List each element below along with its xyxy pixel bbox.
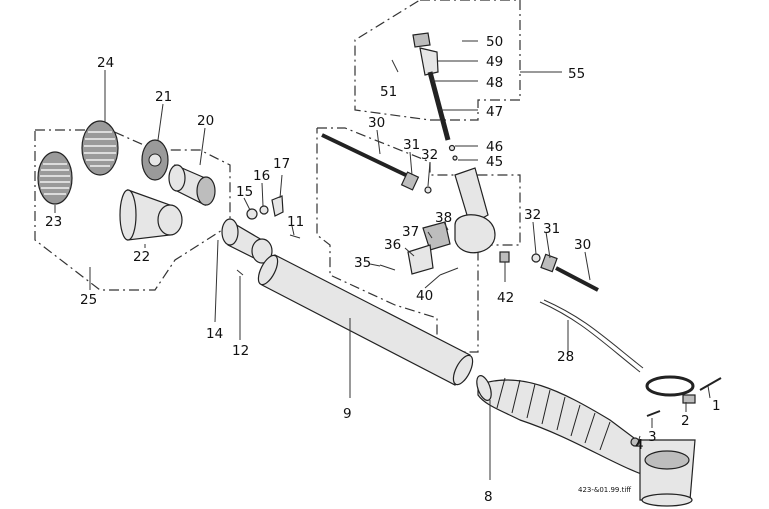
callout-25: 25: [80, 292, 97, 308]
bracket-36: [407, 244, 434, 275]
screw-12: [236, 269, 244, 276]
callout-32-right: 32: [524, 207, 541, 223]
callout-2: 2: [681, 413, 690, 429]
leader-lines: [54, 40, 711, 480]
callout-28: 28: [557, 349, 574, 365]
callout-4: 4: [635, 437, 644, 453]
callout-labels: 1 2 3 4 8 9 11 12 14 15 16 17 20 21 22 2…: [45, 34, 721, 505]
callout-48: 48: [486, 75, 503, 91]
callout-38: 38: [435, 210, 452, 226]
handle-housing-38: [422, 167, 496, 254]
part-32-right: [531, 253, 541, 263]
clamp-2: [645, 375, 696, 404]
flex-hose-8: [476, 375, 661, 481]
callout-22: 22: [133, 249, 150, 265]
cone-22: [119, 189, 183, 241]
callout-11: 11: [287, 214, 304, 230]
callout-20: 20: [197, 113, 214, 129]
callout-14: 14: [206, 326, 223, 342]
callout-24: 24: [97, 55, 114, 71]
elbow-outlet: [639, 439, 696, 507]
callout-45: 45: [486, 154, 503, 170]
callout-30-upper: 30: [368, 115, 385, 131]
figure-reference: 423-&01.99.tiff: [578, 486, 631, 494]
callout-12: 12: [232, 343, 249, 359]
grille-21: [141, 139, 169, 181]
callout-23: 23: [45, 214, 62, 230]
callout-55: 55: [568, 66, 585, 82]
callout-40: 40: [416, 288, 433, 304]
rod-30-right: [555, 266, 599, 292]
cable-28: [539, 301, 641, 373]
part-31-right: [540, 253, 558, 273]
screw-11: [289, 234, 301, 239]
callout-50: 50: [486, 34, 503, 50]
screw-40: [439, 267, 459, 276]
grille-24: [81, 120, 119, 176]
callout-16: 16: [253, 168, 270, 184]
screw-35: [379, 264, 396, 271]
screw-1: [699, 377, 722, 391]
callout-17: 17: [273, 156, 290, 172]
callout-1: 1: [712, 398, 721, 414]
nut-42: [499, 251, 510, 263]
connector-14: [221, 218, 273, 264]
cable-28-inner: [543, 299, 644, 369]
callout-8: 8: [484, 489, 493, 505]
grille-23: [37, 151, 73, 205]
part-15: [246, 208, 258, 220]
part-16: [259, 205, 269, 215]
callout-51: 51: [380, 84, 397, 100]
clamp-17: [271, 195, 284, 217]
tube-20: [168, 164, 216, 206]
trigger-assembly-55: [391, 32, 458, 161]
callout-21: 21: [155, 89, 172, 105]
callout-42: 42: [497, 290, 514, 306]
rod-30-upper: [321, 133, 432, 194]
callout-15: 15: [236, 184, 253, 200]
screw-3: [646, 410, 661, 417]
callout-9: 9: [343, 406, 352, 422]
group-outline-55: [354, 0, 521, 121]
callout-36: 36: [384, 237, 401, 253]
callout-35: 35: [354, 255, 371, 271]
callout-37: 37: [402, 224, 419, 240]
callout-30-right: 30: [574, 237, 591, 253]
callout-31-right: 31: [543, 221, 560, 237]
callout-46: 46: [486, 139, 503, 155]
callout-3: 3: [648, 429, 657, 445]
callout-49: 49: [486, 54, 503, 70]
callout-47: 47: [486, 104, 503, 120]
callout-31-upper: 31: [403, 137, 420, 153]
callout-32-upper: 32: [421, 147, 438, 163]
tube-9: [257, 254, 474, 386]
nut-4: [630, 437, 640, 447]
